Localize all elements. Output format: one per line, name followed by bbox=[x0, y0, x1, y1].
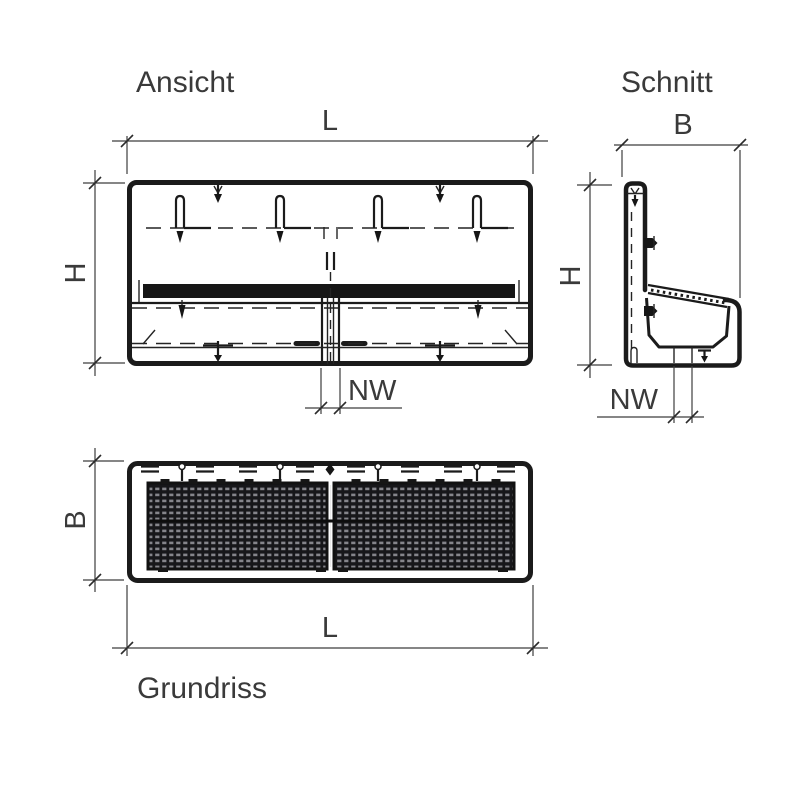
section-dim-height: H bbox=[555, 172, 612, 378]
section-view: Schnitt B H bbox=[555, 66, 748, 424]
front-dim-length: L bbox=[112, 105, 548, 174]
front-bottom-bolt bbox=[203, 341, 233, 362]
section-perforated-panel bbox=[647, 283, 730, 309]
front-dim-length-label: L bbox=[322, 105, 338, 137]
section-top-anchor bbox=[630, 187, 640, 207]
front-view-title: Ansicht bbox=[136, 66, 235, 99]
plan-fixing-pin bbox=[276, 462, 284, 481]
section-wall-bolt bbox=[644, 304, 658, 318]
section-dim-width: B bbox=[614, 109, 748, 298]
front-post bbox=[471, 194, 508, 243]
front-dim-height: H bbox=[60, 170, 125, 376]
front-rubber-bar bbox=[132, 280, 528, 319]
front-view: Ansicht L H bbox=[60, 66, 548, 415]
section-outline bbox=[623, 181, 742, 368]
plan-grating-left bbox=[146, 481, 329, 571]
front-post bbox=[274, 194, 311, 243]
section-dim-outlet: NW bbox=[597, 366, 704, 424]
plan-view-title: Grundriss bbox=[137, 672, 267, 705]
plan-dim-length-label: L bbox=[322, 612, 338, 644]
plan-fixing-pin bbox=[178, 462, 186, 481]
plan-fixing-pin bbox=[473, 462, 481, 481]
section-profile bbox=[623, 181, 742, 368]
section-dim-outlet-label: NW bbox=[610, 384, 659, 416]
section-dim-height-label: H bbox=[555, 266, 587, 287]
front-dim-outlet-label: NW bbox=[348, 375, 397, 407]
front-dim-outlet: NW bbox=[305, 368, 402, 415]
front-body-outline bbox=[127, 180, 533, 366]
front-center-mark bbox=[325, 252, 336, 270]
plan-view: B bbox=[60, 448, 548, 705]
plan-dim-length: L bbox=[112, 585, 548, 656]
plan-top-strip bbox=[141, 462, 515, 481]
front-top-anchor bbox=[435, 184, 445, 203]
plan-dim-width: B bbox=[60, 448, 124, 592]
front-post bbox=[372, 194, 409, 243]
plan-center-diamond bbox=[325, 463, 335, 476]
section-foot-pin bbox=[630, 346, 638, 363]
section-view-title: Schnitt bbox=[621, 66, 713, 99]
section-outlet-pipe bbox=[673, 347, 693, 363]
plan-fixing-pin bbox=[374, 462, 382, 481]
section-wall-bolt bbox=[644, 236, 658, 250]
plan-grating-right bbox=[332, 481, 516, 571]
front-bottom-details bbox=[132, 329, 528, 362]
plan-dim-width-label: B bbox=[60, 510, 92, 529]
plan-grating bbox=[146, 479, 516, 572]
section-trough-bowl bbox=[645, 297, 731, 349]
section-bottom-bolt bbox=[698, 349, 711, 363]
front-top-anchor bbox=[213, 184, 223, 203]
section-dim-width-label: B bbox=[673, 109, 692, 141]
front-dim-height-label: H bbox=[60, 263, 92, 284]
front-bottom-bolt bbox=[425, 341, 455, 362]
front-post bbox=[174, 194, 211, 243]
front-hidden-details bbox=[146, 184, 514, 270]
